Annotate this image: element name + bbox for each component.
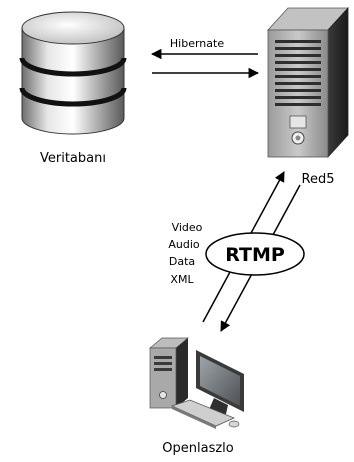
hibernate-link: Hibernate [150,37,260,79]
database-label: Veritabanı [40,151,106,166]
rtmp-label: RTMP [225,244,285,266]
payload-item: Video [172,221,203,234]
client-label: Openlaszlo [162,441,234,456]
desktop-computer-icon [149,337,244,429]
hibernate-label: Hibernate [170,37,224,50]
rtmp-ellipse [205,232,305,276]
rtmp-link: RTMP Video Audio Data XML [168,171,305,332]
server-tower-icon [267,6,349,159]
server-label: Red5 [302,172,335,187]
payload-item: Audio [168,238,200,251]
payload-item: Data [169,255,195,268]
payload-list: Video Audio Data XML [168,221,202,286]
database-icon [19,11,127,135]
payload-item: XML [170,273,194,286]
